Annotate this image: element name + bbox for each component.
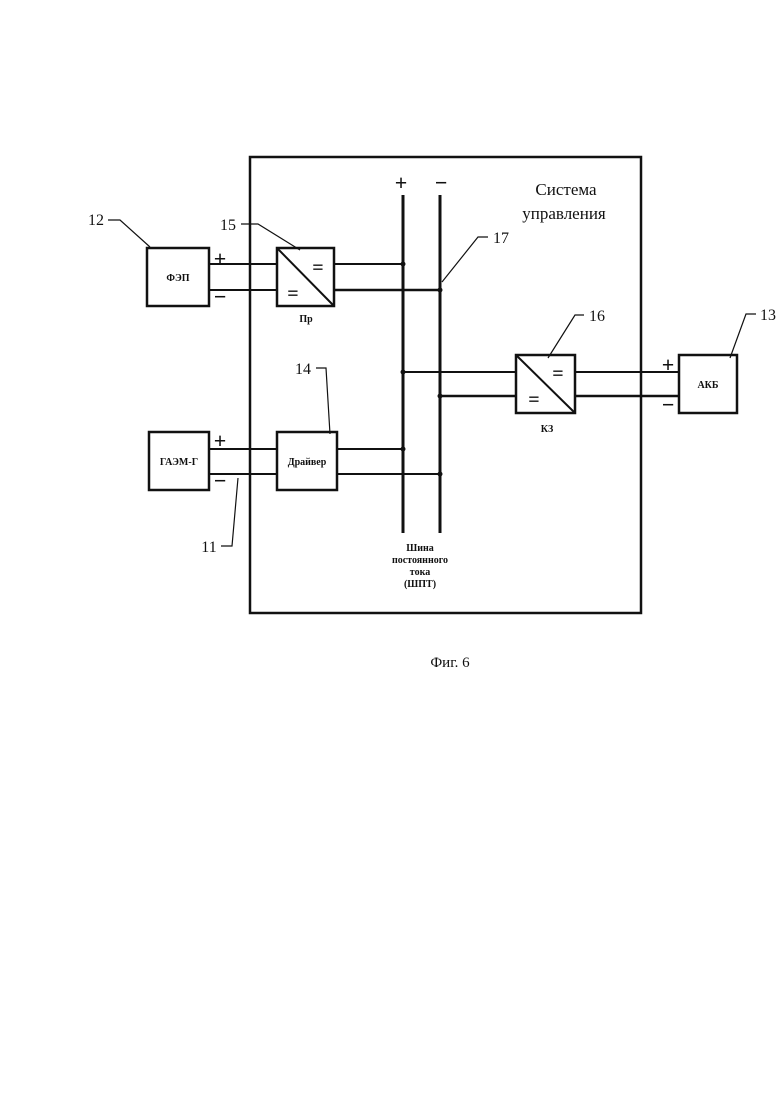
bus-plus-sign: +: [395, 170, 408, 195]
kz-eq-top: =: [552, 363, 563, 385]
fep-minus-terminal: −: [214, 284, 227, 309]
gaem-minus-terminal: −: [214, 468, 227, 493]
gaem-label: ГАЭМ-Г: [160, 457, 198, 468]
driver-label: Драйвер: [288, 457, 327, 468]
kz-ref-number: 16: [589, 308, 605, 325]
figure-caption: Фиг. 6: [430, 655, 470, 671]
bus-label-line2: постоянного: [392, 555, 448, 566]
control-system-title-line1: Система: [535, 180, 597, 199]
fep-leader-line: [108, 220, 150, 247]
pr-eq-top: =: [312, 257, 323, 279]
bus-label-line1: Шина: [406, 543, 434, 554]
bus-minus-sign: −: [435, 170, 448, 195]
pr-label: Пр: [299, 314, 313, 325]
control-system-frame: [250, 157, 641, 613]
bus-label-line3: тока: [410, 567, 430, 578]
fep-plus-terminal: +: [214, 246, 227, 271]
akb-plus-terminal: +: [662, 352, 675, 377]
akb-label: АКБ: [697, 380, 718, 391]
pr-eq-bottom: =: [287, 283, 298, 305]
kz-label: КЗ: [541, 424, 554, 435]
fep-label: ФЭП: [166, 273, 189, 284]
gaem-ref-number: 11: [201, 539, 216, 556]
driver-leader-line: [316, 368, 330, 434]
bus-label-line4: (ШПТ): [404, 579, 436, 590]
fep-ref-number: 12: [88, 212, 104, 229]
akb-minus-terminal: −: [662, 392, 675, 417]
bus-ref-number: 17: [493, 230, 509, 247]
akb-ref-number: 13: [760, 307, 776, 324]
driver-ref-number: 14: [295, 361, 311, 378]
kz-eq-bottom: =: [528, 389, 539, 411]
pr-ref-number: 15: [220, 217, 236, 234]
kz-leader-line: [548, 315, 584, 358]
bus-leader-line: [442, 237, 488, 282]
control-system-title-line2: управления: [522, 204, 606, 223]
akb-leader-line: [730, 314, 756, 358]
